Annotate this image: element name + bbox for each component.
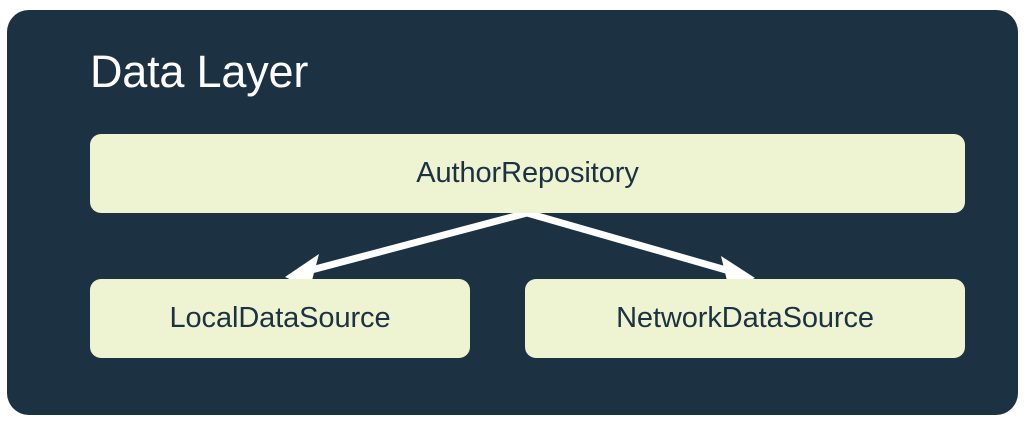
node-local-data-source[interactable]: LocalDataSource [90,279,470,358]
node-label: NetworkDataSource [616,302,874,334]
node-label: AuthorRepository [416,157,639,189]
node-label: LocalDataSource [169,302,391,334]
node-network-data-source[interactable]: NetworkDataSource [525,279,965,358]
page-title: Data Layer [90,46,309,97]
node-author-repository[interactable]: AuthorRepository [90,134,965,213]
